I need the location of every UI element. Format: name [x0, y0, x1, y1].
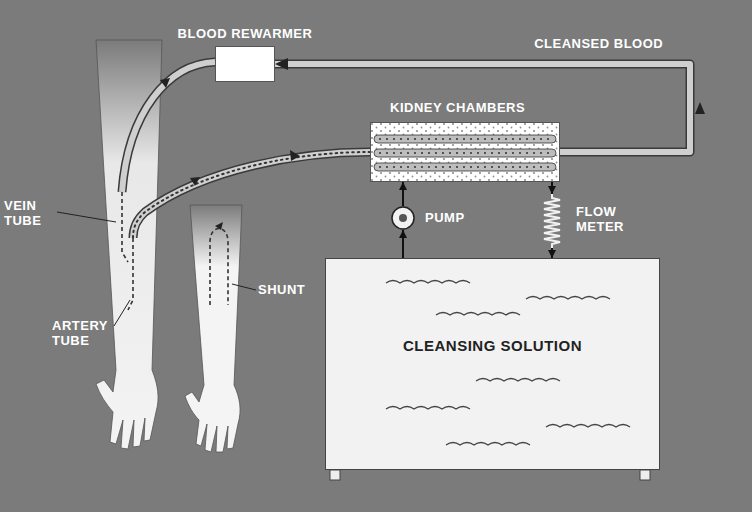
vein-tube — [122, 62, 215, 192]
membrane-tube — [374, 149, 556, 157]
edge-label: CLEANSED BLOOD — [531, 36, 666, 51]
kidney-membranes — [370, 122, 560, 182]
flow-arrow — [695, 102, 705, 114]
pump-symbol — [391, 206, 415, 230]
label-holder: SHUNT — [258, 282, 322, 297]
flow-arrow — [290, 150, 300, 161]
artery-tube — [133, 152, 370, 238]
tube-outline — [275, 64, 690, 152]
rewarmer-node: BLOOD REWARMER — [174, 24, 317, 84]
solution-line — [551, 182, 553, 194]
solution-waves — [326, 259, 656, 471]
vein-tube — [122, 62, 215, 192]
leader-line — [232, 284, 256, 290]
box-heading: KIDNEY CHAMBERS — [390, 100, 525, 115]
membrane-tube — [374, 135, 556, 143]
leader-line — [114, 300, 130, 326]
box-heading: BLOOD REWARMER — [178, 26, 313, 41]
vein-tube-inside — [122, 192, 128, 262]
flow-arrow — [160, 78, 170, 88]
blood-tube — [275, 64, 690, 152]
membrane-tube — [374, 163, 556, 171]
edge-label-holder: CLEANSED BLOOD — [531, 34, 666, 52]
pump-node: PUMP — [391, 204, 471, 232]
kidney-box — [370, 122, 560, 182]
flow-meter-coil — [540, 194, 564, 248]
artery-dots — [133, 152, 370, 238]
solution-line — [402, 182, 404, 206]
artery-tube-inside — [128, 238, 133, 310]
leader-line — [57, 212, 116, 222]
part-label: VEIN TUBE — [4, 198, 56, 228]
flow-node: FLOW METER — [540, 194, 660, 248]
label-holder: ARTERY TUBE — [52, 318, 112, 348]
artery-tube — [133, 152, 370, 238]
flow-meter-label: FLOW METER — [576, 194, 638, 234]
tank-leg — [640, 470, 650, 480]
part-label: ARTERY TUBE — [52, 318, 112, 348]
dialysate-dots — [370, 122, 560, 182]
part-label: SHUNT — [258, 282, 322, 297]
rewarmer-box — [215, 46, 275, 82]
shunt-loop — [210, 229, 228, 306]
arm — [185, 205, 242, 452]
flow-arrow — [215, 222, 223, 230]
label-holder: VEIN TUBE — [4, 198, 56, 228]
flow-arrow — [190, 177, 200, 186]
kidney-node: KIDNEY CHAMBERS — [360, 98, 565, 184]
tank-leg — [330, 470, 340, 480]
tank-label: CLEANSING SOLUTION — [326, 259, 659, 355]
solution-line — [402, 230, 404, 258]
tank-node: CLEANSING SOLUTION — [325, 258, 660, 470]
pump-label: PUMP — [425, 204, 465, 232]
solution-line — [551, 248, 553, 258]
